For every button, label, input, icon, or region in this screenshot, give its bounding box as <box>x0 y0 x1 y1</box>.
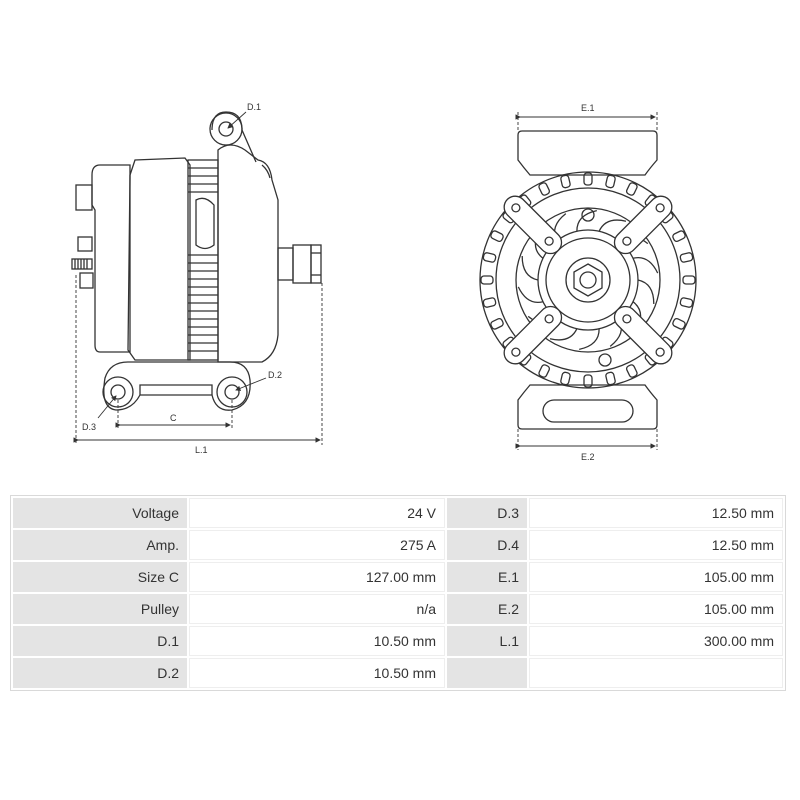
label-d2: D.2 <box>268 370 282 380</box>
spec-value-cell: 275 A <box>189 530 445 560</box>
spec-value-cell <box>529 658 783 688</box>
spec-value-cell: n/a <box>189 594 445 624</box>
vent-slot <box>490 230 504 243</box>
spec-value-cell: 12.50 mm <box>529 530 783 560</box>
fan-blade <box>521 255 539 281</box>
mounting-arm <box>503 305 563 365</box>
spec-key-cell: Pulley <box>13 594 187 624</box>
spec-key-cell: Voltage <box>13 498 187 528</box>
spec-key-cell: E.2 <box>447 594 527 624</box>
spec-value-cell: 10.50 mm <box>189 626 445 656</box>
spec-value-cell: 300.00 mm <box>529 626 783 656</box>
vent-slot <box>605 371 616 386</box>
label-e2: E.2 <box>581 452 595 462</box>
spec-value-cell: 105.00 mm <box>529 562 783 592</box>
label-c: C <box>170 413 177 423</box>
vent-slot <box>682 275 696 285</box>
spec-value-cell: 105.00 mm <box>529 594 783 624</box>
spec-key-cell: E.1 <box>447 562 527 592</box>
vent-slot <box>672 230 686 243</box>
side-view <box>71 111 322 411</box>
spec-value-cell: 127.00 mm <box>189 562 445 592</box>
spec-key-cell: D.1 <box>13 626 187 656</box>
vent-slot <box>583 172 593 186</box>
vent-slot <box>490 317 504 330</box>
spec-key-cell <box>447 658 527 688</box>
vent-slot <box>538 182 551 196</box>
vent-slot <box>583 374 593 388</box>
fan-blade <box>517 286 544 303</box>
vent-slot <box>625 182 638 196</box>
vent-slot <box>672 317 686 330</box>
label-l1: L.1 <box>195 445 208 455</box>
label-e1: E.1 <box>581 103 595 113</box>
spec-key-cell: L.1 <box>447 626 527 656</box>
vent-slot <box>482 297 497 308</box>
mounting-arm <box>613 195 673 255</box>
vent-slot <box>605 174 616 189</box>
vent-slot <box>560 371 571 386</box>
vent-slot <box>679 252 694 263</box>
spec-value-cell: 24 V <box>189 498 445 528</box>
side-view-dimensions <box>73 111 323 445</box>
fan-blade <box>549 328 578 341</box>
mounting-arm <box>503 195 563 255</box>
vent-slot <box>538 364 551 378</box>
front-view-dimensions <box>515 112 658 450</box>
spec-value-cell: 10.50 mm <box>189 658 445 688</box>
spec-key-cell: Amp. <box>13 530 187 560</box>
front-view <box>479 130 697 430</box>
spec-value-cell: 12.50 mm <box>529 498 783 528</box>
vent-slot <box>480 275 494 285</box>
alternator-technical-drawing: D.1 D.2 D.3 C L.1 E.1 E.2 <box>71 102 697 462</box>
vent-slot <box>482 252 497 263</box>
fan-blade <box>632 257 659 274</box>
vent-slot <box>560 174 571 189</box>
spec-key-cell: D.2 <box>13 658 187 688</box>
fan-blade <box>637 279 655 305</box>
vent-slot <box>679 297 694 308</box>
vent-slot <box>625 364 638 378</box>
spec-key-cell: D.3 <box>447 498 527 528</box>
label-d1: D.1 <box>247 102 261 112</box>
spec-key-cell: Size C <box>13 562 187 592</box>
spec-key-cell: D.4 <box>447 530 527 560</box>
fan-blade <box>579 328 600 351</box>
fan-blade <box>598 219 627 232</box>
label-d3: D.3 <box>82 422 96 432</box>
